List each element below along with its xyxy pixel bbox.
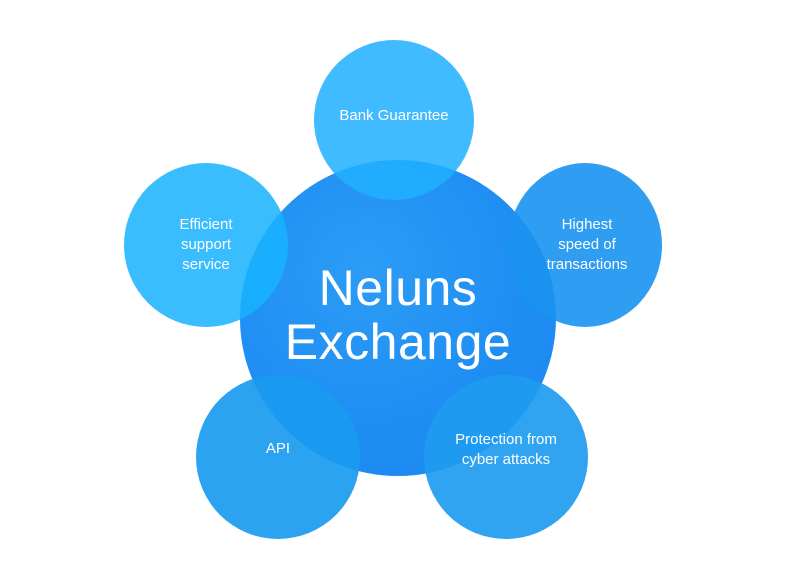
satellite-label: Efficient support service (179, 216, 233, 273)
satellite-cyber-protection: Protection from cyber attacks (424, 375, 588, 539)
satellite-bank-guarantee: Bank Guarantee (314, 40, 474, 200)
satellite-transaction-speed: Highest speed of transactions (508, 163, 662, 327)
center-title: Neluns Exchange (284, 260, 512, 370)
satellite-label: Protection from cyber attacks (455, 431, 557, 468)
satellite-label: API (265, 440, 291, 457)
satellite-label: Bank Guarantee (339, 107, 449, 124)
satellite-label: Highest speed of transactions (546, 216, 628, 273)
satellite-support-service: Efficient support service (124, 163, 288, 327)
satellite-api: API (196, 375, 360, 539)
